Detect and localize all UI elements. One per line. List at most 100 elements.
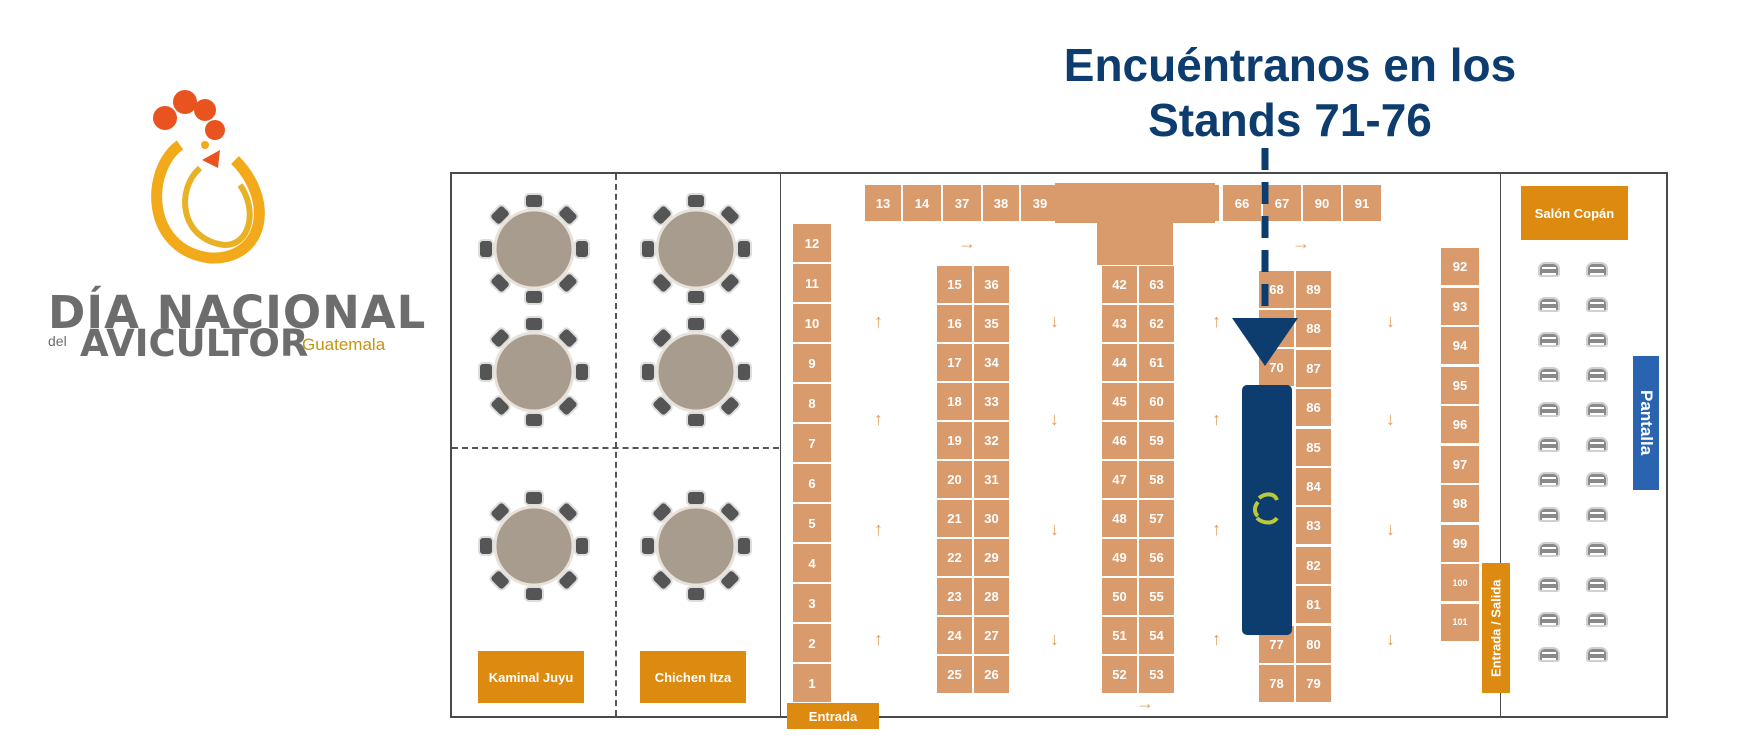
stand-100: 100 xyxy=(1440,563,1480,602)
audience-chair-icon xyxy=(1538,472,1560,487)
aisle-arrow-icon: ↑ xyxy=(874,311,883,331)
aisle-arrow-icon: ↑ xyxy=(1212,311,1221,331)
stand-42: 42 xyxy=(1101,265,1138,304)
aisle-arrow-icon: ↓ xyxy=(1050,311,1059,331)
stand-8: 8 xyxy=(792,383,832,423)
stand-81: 81 xyxy=(1295,585,1332,625)
stand-15: 15 xyxy=(936,265,973,304)
stand-31: 31 xyxy=(973,460,1010,499)
aisle-arrow-icon: → xyxy=(1292,233,1310,253)
audience-chair-icon xyxy=(1586,262,1608,277)
audience-chair-icon xyxy=(1538,507,1560,522)
logo-title-line1: DÍA NACIONAL xyxy=(48,286,427,339)
stand-82: 82 xyxy=(1295,545,1332,585)
stand-43: 43 xyxy=(1101,304,1138,343)
stand-7: 7 xyxy=(792,423,832,463)
stand-101: 101 xyxy=(1440,602,1480,642)
stand-99: 99 xyxy=(1440,523,1480,563)
stand-10: 10 xyxy=(792,303,832,343)
aisle-arrow-icon: ↑ xyxy=(1212,409,1221,429)
stand-29: 29 xyxy=(973,538,1010,577)
stand-5: 5 xyxy=(792,503,832,543)
stand-56: 56 xyxy=(1138,538,1175,577)
audience-chair-icon xyxy=(1586,367,1608,382)
stand-14: 14 xyxy=(902,184,942,222)
entrance-exit-label: Entrada / Salida xyxy=(1482,563,1510,693)
audience-chair-icon xyxy=(1586,542,1608,557)
audience-chair-icon xyxy=(1538,437,1560,452)
stand-85: 85 xyxy=(1295,427,1332,467)
stand-22: 22 xyxy=(936,538,973,577)
stand-35: 35 xyxy=(973,304,1010,343)
audience-chair-icon xyxy=(1538,262,1560,277)
stand-46: 46 xyxy=(1101,421,1138,460)
event-tables xyxy=(477,192,753,603)
stand-13: 13 xyxy=(864,184,902,222)
stand-23: 23 xyxy=(936,577,973,616)
stand-21: 21 xyxy=(936,499,973,538)
stand-33: 33 xyxy=(973,382,1010,421)
aisle-arrow-icon: ↑ xyxy=(874,409,883,429)
stand-47: 47 xyxy=(1101,460,1138,499)
room-kaminal-juyu: Kaminal Juyu xyxy=(478,651,584,703)
stand-57: 57 xyxy=(1138,499,1175,538)
stand-52: 52 xyxy=(1101,655,1138,694)
stand-11: 11 xyxy=(792,263,832,303)
stand-92: 92 xyxy=(1440,247,1480,286)
dashed-divider-horizontal xyxy=(452,447,779,449)
stand-34: 34 xyxy=(973,343,1010,382)
stand-27: 27 xyxy=(973,616,1010,655)
stand-37: 37 xyxy=(942,184,982,222)
stand-59: 59 xyxy=(1138,421,1175,460)
stand-54: 54 xyxy=(1138,616,1175,655)
stand-4: 4 xyxy=(792,543,832,583)
stand-30: 30 xyxy=(973,499,1010,538)
stand-90: 90 xyxy=(1302,184,1342,222)
stand-84: 84 xyxy=(1295,467,1332,506)
aisle-arrow-icon: ↑ xyxy=(1212,629,1221,649)
stand-66: 66 xyxy=(1222,184,1262,222)
aisle-arrow-icon: ↑ xyxy=(874,519,883,539)
aisle-arrow-icon: ↑ xyxy=(1212,519,1221,539)
stand-55: 55 xyxy=(1138,577,1175,616)
stand-49: 49 xyxy=(1101,538,1138,577)
stand-62: 62 xyxy=(1138,304,1175,343)
divider-left-hall xyxy=(780,172,781,718)
stand-28: 28 xyxy=(973,577,1010,616)
stand-91: 91 xyxy=(1342,184,1382,222)
stand-97: 97 xyxy=(1440,444,1480,484)
audience-chair-icon xyxy=(1538,577,1560,592)
divider-right-hall xyxy=(1500,172,1501,718)
aisle-arrow-icon: → xyxy=(1136,693,1154,713)
stand-6: 6 xyxy=(792,463,832,503)
room-chichen-itza: Chichen Itza xyxy=(640,651,746,703)
aisle-arrow-icon: → xyxy=(958,233,976,253)
stand-20: 20 xyxy=(936,460,973,499)
aisle-arrow-icon: ↓ xyxy=(1050,519,1059,539)
aisle-arrow-icon: ↑ xyxy=(874,629,883,649)
stand-17: 17 xyxy=(936,343,973,382)
stand-89: 89 xyxy=(1295,270,1332,309)
headline-line1: Encuéntranos en los xyxy=(1063,39,1517,91)
stand-25: 25 xyxy=(936,655,973,694)
stand-98: 98 xyxy=(1440,484,1480,523)
audience-chair-icon xyxy=(1586,297,1608,312)
entrance-label: Entrada xyxy=(787,703,879,729)
audience-chair-icon xyxy=(1538,612,1560,627)
audience-chair-icon xyxy=(1586,472,1608,487)
logo-title-line2: AVICULTOR xyxy=(80,322,309,365)
pointer-arrow-icon xyxy=(1232,148,1298,366)
stand-48: 48 xyxy=(1101,499,1138,538)
stand-36: 36 xyxy=(973,265,1010,304)
audience-chair-icon xyxy=(1538,542,1560,557)
stand-83: 83 xyxy=(1295,506,1332,546)
stand-50: 50 xyxy=(1101,577,1138,616)
stand-53: 53 xyxy=(1138,655,1175,694)
aisle-arrow-icon: ↓ xyxy=(1050,629,1059,649)
audience-chair-icon xyxy=(1538,332,1560,347)
stand-78: 78 xyxy=(1258,664,1295,703)
stand-63: 63 xyxy=(1138,265,1175,304)
aisle-arrow-icon: ↓ xyxy=(1386,519,1395,539)
stand-1: 1 xyxy=(792,663,832,703)
audience-chair-icon xyxy=(1586,507,1608,522)
